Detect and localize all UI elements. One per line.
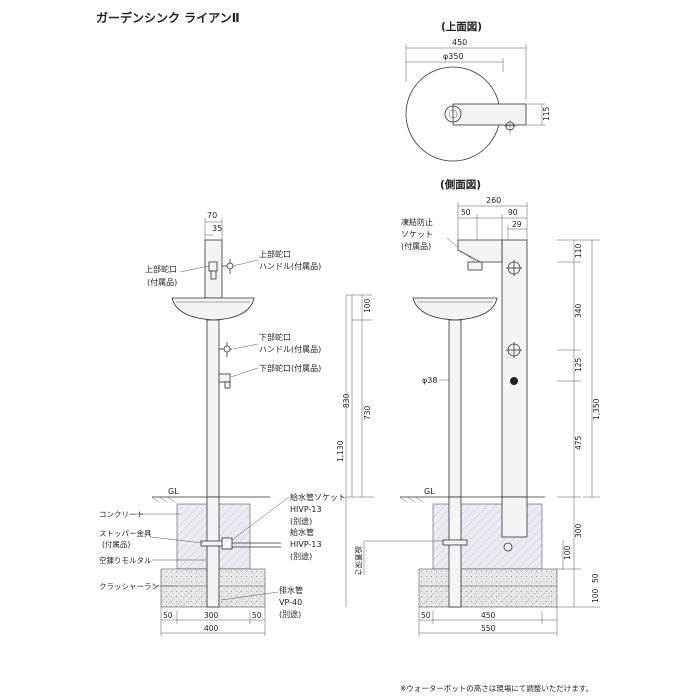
top-view: (上面図) 450 φ350 115 xyxy=(405,20,551,162)
side-dim-110: 110 xyxy=(574,243,583,258)
label-upper-faucet-2: (付属品) xyxy=(147,277,177,287)
side-view: (側面図) 260 50 90 29 凍結防止 ソケット (付属品) xyxy=(354,178,601,636)
label-upper-faucet-1: 上部蛇口 xyxy=(145,264,177,274)
side-dim-100b: 100 xyxy=(563,545,572,560)
label-drain-pipe-2: VP-40 xyxy=(279,598,302,607)
side-dim-50: 50 xyxy=(461,208,471,217)
label-supply-socket-2: HIVP-13 xyxy=(290,505,322,514)
front-dim-400: 400 xyxy=(204,624,219,633)
front-pipe xyxy=(206,319,220,498)
side-dim-90: 90 xyxy=(508,208,518,217)
side-dim-300: 300 xyxy=(574,523,583,538)
label-lower-handle-2: ハンドル(付属品) xyxy=(259,344,321,354)
label-supply-socket-1: 給水管ソケット xyxy=(290,492,346,502)
side-dim-340: 340 xyxy=(574,303,583,318)
side-bowl xyxy=(412,297,498,321)
side-vertical-note: 設置深さ xyxy=(354,546,364,576)
side-post xyxy=(501,239,528,498)
side-dim-100v: 100 xyxy=(591,588,600,603)
front-dim-35: 35 xyxy=(212,224,222,233)
label-supply-socket-3: (別途) xyxy=(290,516,312,526)
top-view-title: (上面図) xyxy=(441,20,482,33)
label-drain-pipe-1: 排水管 xyxy=(279,585,303,595)
label-mortar: 空錬りモルタル xyxy=(99,555,152,565)
label-upper-handle-1: 上部蛇口 xyxy=(259,249,291,259)
front-dim-70: 70 xyxy=(207,211,217,220)
front-dim-50b: 50 xyxy=(252,611,262,620)
side-dim-475: 475 xyxy=(574,435,583,450)
front-dim-1130: 1,130 xyxy=(336,440,345,462)
side-view-title: (側面図) xyxy=(440,178,481,191)
front-dim-730: 730 xyxy=(363,405,372,420)
side-arm xyxy=(457,239,503,263)
drawing-title: ガーデンシンク ライアンⅡ xyxy=(96,10,240,25)
label-concrete: コンクリート xyxy=(99,510,144,519)
label-antifreeze-1: 凍結防止 xyxy=(401,217,433,227)
side-dim-50v: 50 xyxy=(591,573,600,583)
front-bowl xyxy=(171,297,255,321)
side-dim-pipe: φ38 xyxy=(422,376,437,385)
side-dim-260: 260 xyxy=(486,196,501,205)
label-stopper-2: (付属品) xyxy=(102,539,130,549)
label-supply-pipe-2: HIVP-13 xyxy=(290,540,322,549)
side-gl-label: GL xyxy=(424,487,435,496)
label-antifreeze-3: (付属品) xyxy=(401,241,431,251)
footnote: ※ウォーターポットの高さは現場にて調整いただけます。 xyxy=(400,683,593,693)
side-dim-450base: 450 xyxy=(481,611,496,620)
side-dim-550: 550 xyxy=(481,624,496,633)
side-dim-29: 29 xyxy=(512,220,522,229)
side-dim-1350: 1,350 xyxy=(592,398,601,420)
label-lower-faucet: 下部蛇口(付属品) xyxy=(259,363,321,373)
front-gl-label: GL xyxy=(168,487,179,496)
label-stopper-1: ストッパー金具 xyxy=(99,528,152,538)
front-view: 70 35 100 730 830 xyxy=(99,211,374,636)
label-lower-handle-1: 下部蛇口 xyxy=(259,332,291,342)
top-dim-bowl: φ350 xyxy=(443,52,464,61)
top-faucet-bar xyxy=(452,103,527,126)
front-dim-100: 100 xyxy=(363,298,372,313)
label-crusher: クラッシャーラン xyxy=(99,582,159,591)
top-dim-depth: 115 xyxy=(542,106,551,121)
side-dim-125: 125 xyxy=(574,357,583,372)
label-upper-handle-2: ハンドル(付属品) xyxy=(259,261,321,271)
label-supply-pipe-1: 給水管 xyxy=(290,527,314,537)
label-drain-pipe-3: (別途) xyxy=(279,609,301,619)
label-supply-pipe-3: (別途) xyxy=(290,551,312,561)
label-antifreeze-2: ソケット xyxy=(401,230,433,239)
side-pipe xyxy=(448,319,462,498)
front-dim-50a: 50 xyxy=(163,611,173,620)
side-dim-50base: 50 xyxy=(421,611,431,620)
front-dim-830: 830 xyxy=(342,393,351,408)
top-dim-overall: 450 xyxy=(452,38,467,47)
front-dim-300: 300 xyxy=(204,611,219,620)
